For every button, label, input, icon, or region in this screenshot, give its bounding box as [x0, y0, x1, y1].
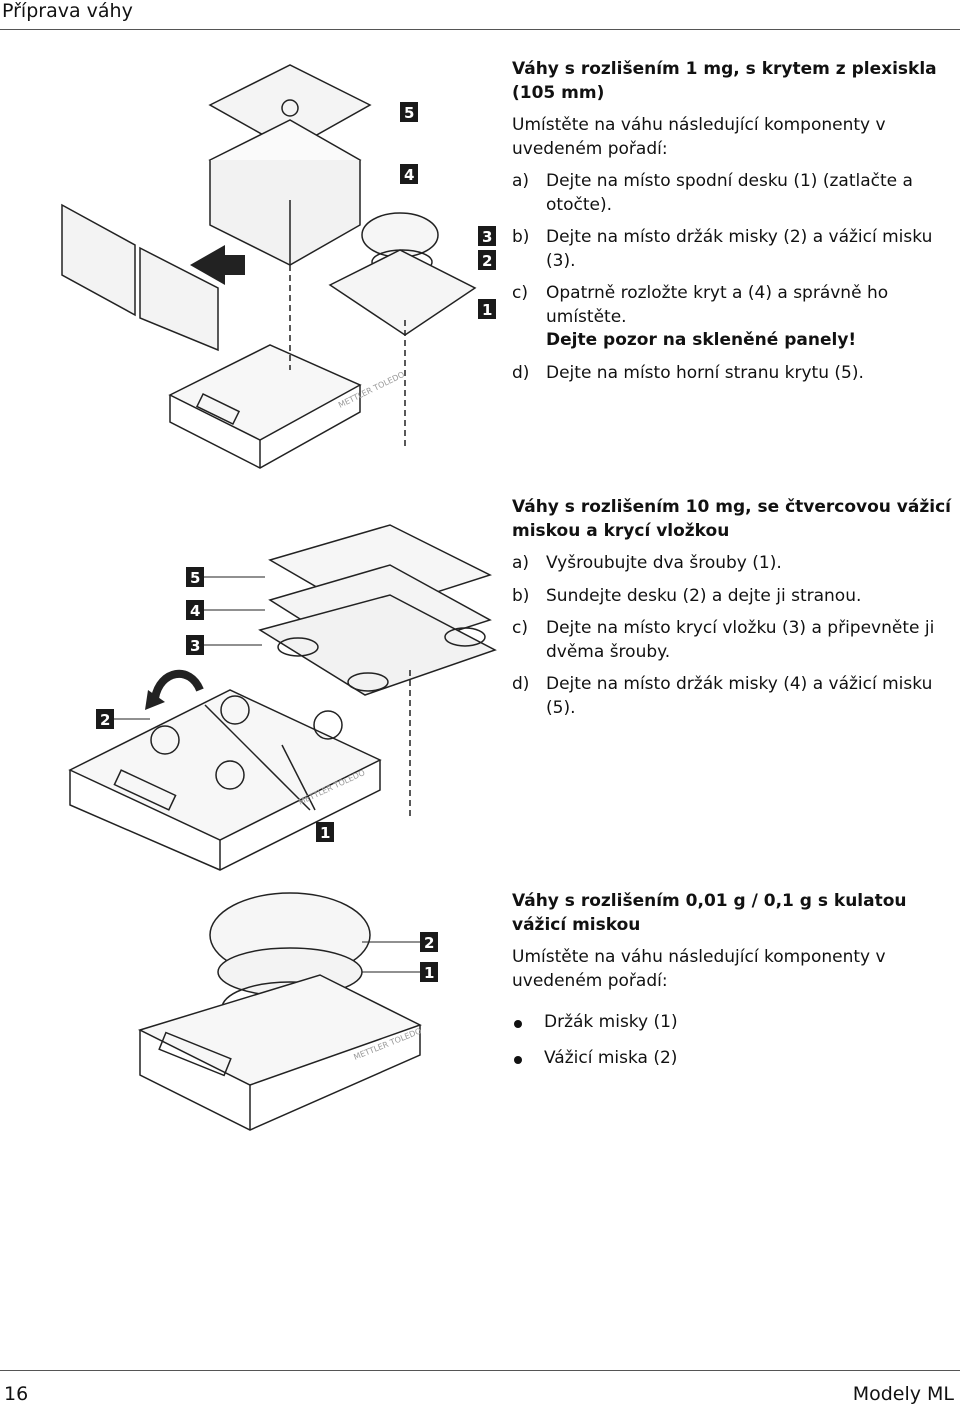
step-b: b) Sundejte desku (2) a dejte ji stranou… — [512, 585, 952, 609]
section-title: Váhy s rozlišením 0,01 g / 0,1 g s kulat… — [512, 891, 907, 935]
section-title: Váhy s rozlišením 1 mg, s krytem z plexi… — [512, 59, 937, 103]
screw-cap — [220, 695, 250, 725]
screw-cap — [313, 710, 343, 740]
label-badge-5: 5 — [400, 102, 418, 122]
label-badge-5: 5 — [186, 567, 204, 587]
svg-text:5: 5 — [404, 104, 414, 122]
step-c: c) Opatrně rozložte kryt a (4) a správně… — [512, 282, 952, 353]
step-label: c) — [512, 283, 528, 303]
balance-display — [195, 392, 241, 426]
bullet-item: Držák misky (1) — [512, 1011, 952, 1035]
step-text: Dejte na místo spodní desku (1) (zatlačt… — [546, 171, 913, 215]
step-b: b) Dejte na místo držák misky (2) a váži… — [512, 226, 952, 273]
balance-top-surface — [137, 974, 422, 1086]
direction-arrow-icon — [190, 245, 245, 285]
svg-text:3: 3 — [482, 228, 492, 246]
label-badge-4: 4 — [400, 164, 418, 184]
bullet-item: Vážicí miska (2) — [512, 1047, 952, 1071]
balance-top-surface — [168, 344, 362, 441]
step-text: Dejte na místo držák misky (2) a vážicí … — [546, 227, 933, 271]
step-label: d) — [512, 674, 530, 694]
svg-text:1: 1 — [424, 964, 434, 982]
bottom-plate — [328, 249, 477, 336]
step-d: d) Dejte na místo držák misky (4) a váži… — [512, 673, 952, 720]
screw-cap — [215, 760, 245, 790]
step-text: Vyšroubujte dva šrouby (1). — [546, 553, 782, 573]
label-badge-3: 3 — [478, 226, 496, 246]
header-divider — [0, 29, 960, 30]
figure-draft-shield-assembly: METTLER TOLEDO 5 4 3 2 1 — [61, 64, 496, 469]
bullet-text: Vážicí miska (2) — [544, 1047, 678, 1068]
label-badge-3: 3 — [186, 635, 204, 655]
section-10mg: Váhy s rozlišením 10 mg, se čtvercovou v… — [512, 496, 952, 729]
step-text: Dejte na místo držák misky (4) a vážicí … — [546, 674, 933, 718]
svg-text:2: 2 — [424, 934, 434, 952]
label-badge-2: 2 — [96, 709, 114, 729]
side-door-panel — [61, 203, 136, 317]
step-label: b) — [512, 227, 530, 247]
top-cover-hole — [281, 99, 299, 117]
svg-text:3: 3 — [190, 637, 200, 655]
figure-square-pan-assembly: METTLER TOLEDO 5 4 3 2 1 — [68, 524, 497, 871]
screw-pointer-line — [281, 744, 316, 811]
screw-pointer-line — [204, 704, 311, 811]
svg-text:1: 1 — [320, 824, 330, 842]
svg-text:5: 5 — [190, 569, 200, 587]
page-number: 16 — [4, 1383, 29, 1405]
label-badge-4: 4 — [186, 600, 204, 620]
bullet-text: Držák misky (1) — [544, 1012, 678, 1032]
step-a: a) Dejte na místo spodní desku (1) (zatl… — [512, 170, 952, 217]
step-text: Sundejte desku (2) a dejte ji stranou. — [546, 585, 862, 606]
step-a: a) Vyšroubujte dva šrouby (1). — [512, 552, 952, 576]
balance-display — [113, 769, 177, 811]
step-text: Dejte na místo horní stranu krytu (5). — [546, 362, 864, 383]
step-label: a) — [512, 171, 530, 191]
page-header-title: Příprava váhy — [2, 0, 133, 22]
section-intro: Umístěte na váhu následující komponenty … — [512, 947, 886, 991]
bullet-dot — [514, 1020, 522, 1028]
svg-text:1: 1 — [482, 301, 492, 319]
screw-cap — [150, 725, 180, 755]
label-badge-1: 1 — [316, 822, 334, 842]
svg-text:4: 4 — [190, 602, 200, 620]
step-label: b) — [512, 585, 530, 606]
step-text: Opatrně rozložte kryt a (4) a správně ho… — [546, 283, 889, 327]
rotate-arrow-icon — [151, 669, 204, 700]
glass-panel-warning: Dejte pozor na skleněné panely! — [546, 330, 857, 350]
step-d: d) Dejte na místo horní stranu krytu (5)… — [512, 362, 952, 386]
step-c: c) Dejte na místo krycí vložku (3) a při… — [512, 617, 952, 664]
section-title: Váhy s rozlišením 10 mg, se čtvercovou v… — [512, 497, 951, 541]
bullet-dot — [514, 1055, 522, 1064]
section-intro: Umístěte na váhu následující komponenty … — [512, 115, 886, 159]
cover-insert — [258, 594, 497, 696]
step-label: d) — [512, 362, 530, 383]
section-1mg: Váhy s rozlišením 1 mg, s krytem z plexi… — [512, 58, 952, 394]
label-badge-1: 1 — [478, 299, 496, 319]
step-label: c) — [512, 618, 528, 638]
glass-draft-shield-box — [209, 160, 361, 266]
footer-divider — [0, 1370, 960, 1371]
step-text: Dejte na místo krycí vložku (3) a připev… — [546, 618, 935, 662]
svg-text:2: 2 — [482, 252, 492, 270]
step-label: a) — [512, 553, 530, 573]
svg-text:2: 2 — [100, 711, 110, 729]
footer-model-name: Modely ML — [852, 1383, 954, 1405]
side-door-panel — [139, 246, 219, 352]
label-badge-1: 1 — [420, 962, 438, 982]
svg-text:4: 4 — [404, 166, 414, 184]
section-001g: Váhy s rozlišením 0,01 g / 0,1 g s kulat… — [512, 890, 952, 1082]
balance-display — [158, 1031, 232, 1077]
figure-round-pan-assembly: METTLER TOLEDO 2 1 — [137, 892, 438, 1131]
label-badge-2: 2 — [420, 932, 438, 952]
label-badge-2: 2 — [478, 250, 496, 270]
